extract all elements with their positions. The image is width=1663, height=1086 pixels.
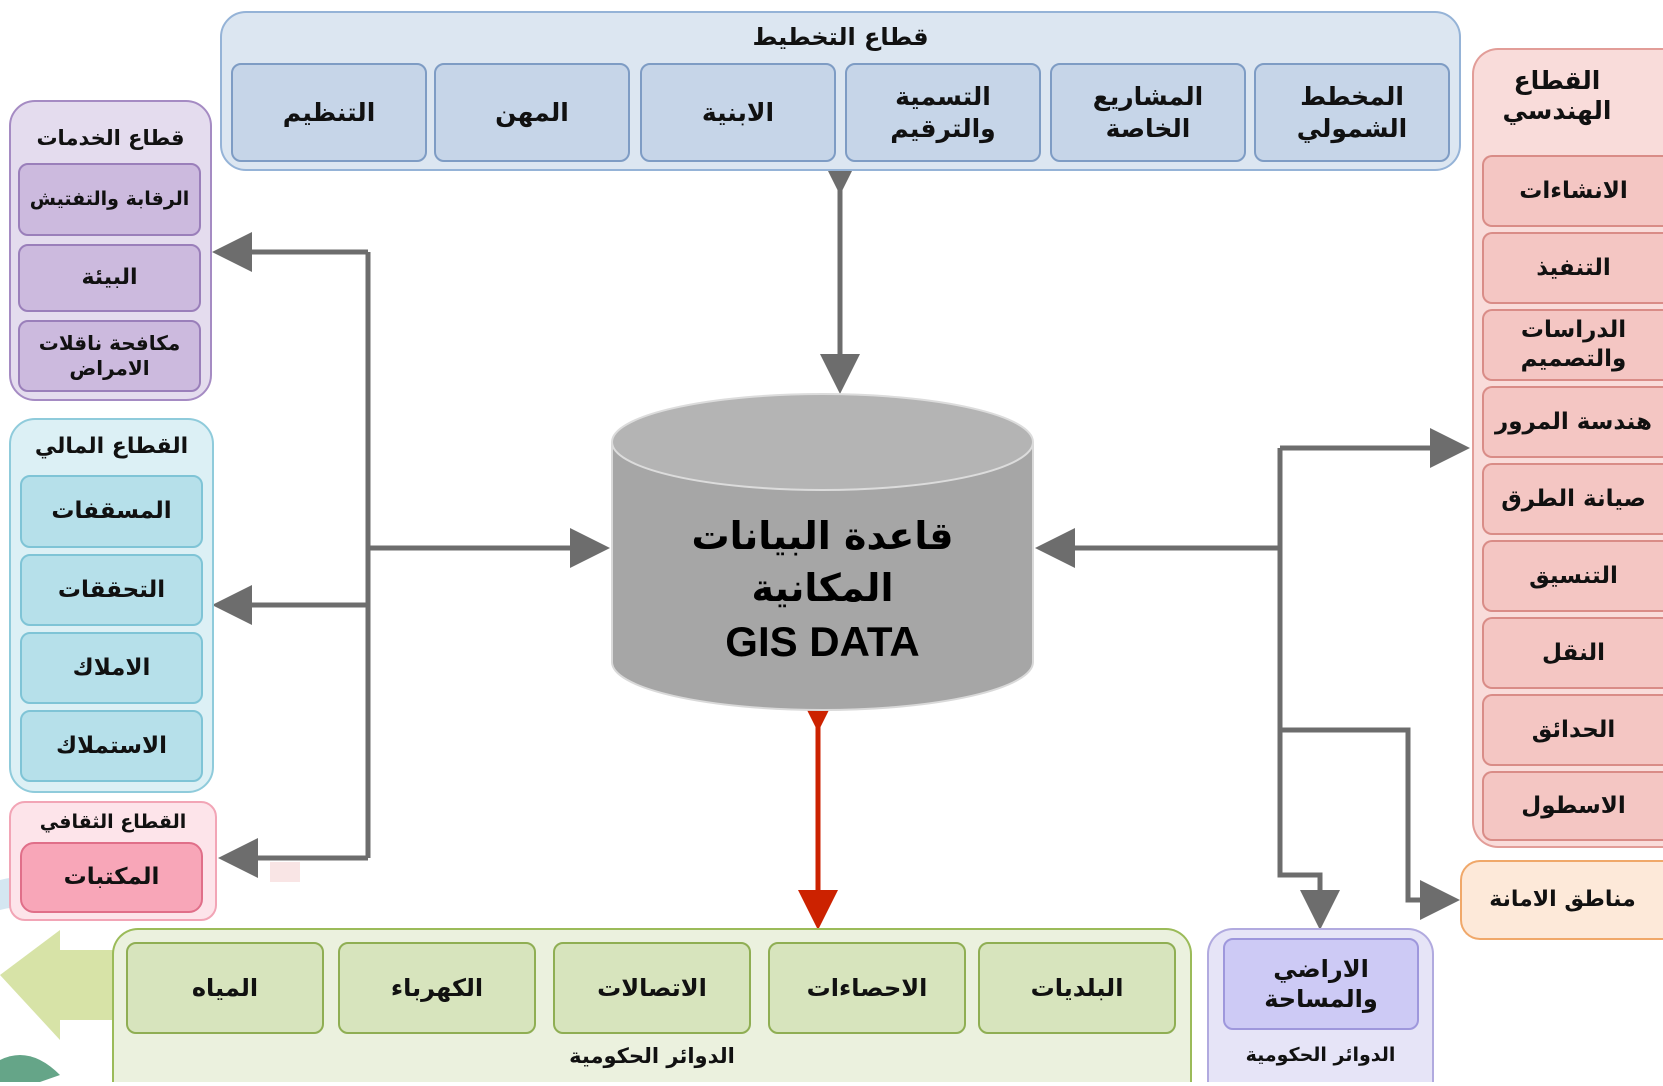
engineering-item[interactable]: الحدائق (1482, 694, 1663, 766)
government-item[interactable]: المياه (126, 942, 324, 1034)
engineering-item[interactable]: الدراسات والتصميم (1482, 309, 1663, 381)
financial-item[interactable]: الاستملاك (20, 710, 203, 782)
cultural-sector-title: القطاع الثقافي (39, 811, 187, 833)
government-item[interactable]: الاحصاءات (768, 942, 966, 1034)
engineering-item[interactable]: الانشاءات (1482, 155, 1663, 227)
database-cylinder-icon (611, 393, 1034, 711)
engineering-item[interactable]: صيانة الطرق (1482, 463, 1663, 535)
services-item[interactable]: الرقابة والتفتيش (18, 163, 201, 236)
government-item[interactable]: الاتصالات (553, 942, 751, 1034)
database-title-line2: المكانية (751, 566, 894, 610)
planning-item[interactable]: المخطط الشمولي (1254, 63, 1450, 162)
arrow-to-amana (1280, 727, 1460, 920)
database-title-line3: GIS DATA (725, 618, 920, 665)
planning-sector-title: قطاع التخطيط (752, 23, 929, 51)
services-item[interactable]: مكافحة ناقلات الامراض (18, 320, 201, 392)
lands-survey-item[interactable]: الاراضي والمساحة (1223, 938, 1419, 1030)
planning-item[interactable]: التنظيم (231, 63, 427, 162)
amana-zones-box[interactable]: مناطق الامانة (1460, 860, 1663, 940)
services-item[interactable]: البيئة (18, 244, 201, 312)
engineering-item[interactable]: التنسيق (1482, 540, 1663, 612)
government-item[interactable]: الكهرباء (338, 942, 536, 1034)
database-title-line1: قاعدة البيانات (691, 514, 954, 558)
planning-item[interactable]: الابنية (640, 63, 836, 162)
engineering-item[interactable]: الاسطول (1482, 771, 1663, 841)
engineering-sector-title: القطاع الهندسي (1502, 66, 1612, 125)
financial-item[interactable]: التحققات (20, 554, 203, 626)
government-item[interactable]: البلديات (978, 942, 1176, 1034)
planning-item[interactable]: التسمية والترقيم (845, 63, 1041, 162)
engineering-item[interactable]: النقل (1482, 617, 1663, 689)
government-departments-title: الدوائر الحكومية (569, 1044, 735, 1068)
connector-right-trunk (1277, 448, 1323, 905)
engineering-item[interactable]: التنفيذ (1482, 232, 1663, 304)
cultural-item[interactable]: المكتبات (20, 842, 203, 913)
planning-item[interactable]: المشاريع الخاصة (1050, 63, 1246, 162)
financial-sector-title: القطاع المالي (34, 434, 189, 459)
financial-item[interactable]: المسقفات (20, 475, 203, 548)
engineering-item[interactable]: هندسة المرور (1482, 386, 1663, 458)
lands-departments-title: الدوائر الحكومية (1245, 1044, 1396, 1066)
gis-database: قاعدة البيانات المكانية GIS DATA (610, 392, 1035, 712)
background-logo-accent (270, 862, 300, 882)
services-sector-title: قطاع الخدمات (36, 126, 185, 150)
planning-item[interactable]: المهن (434, 63, 630, 162)
financial-item[interactable]: الاملاك (20, 632, 203, 704)
